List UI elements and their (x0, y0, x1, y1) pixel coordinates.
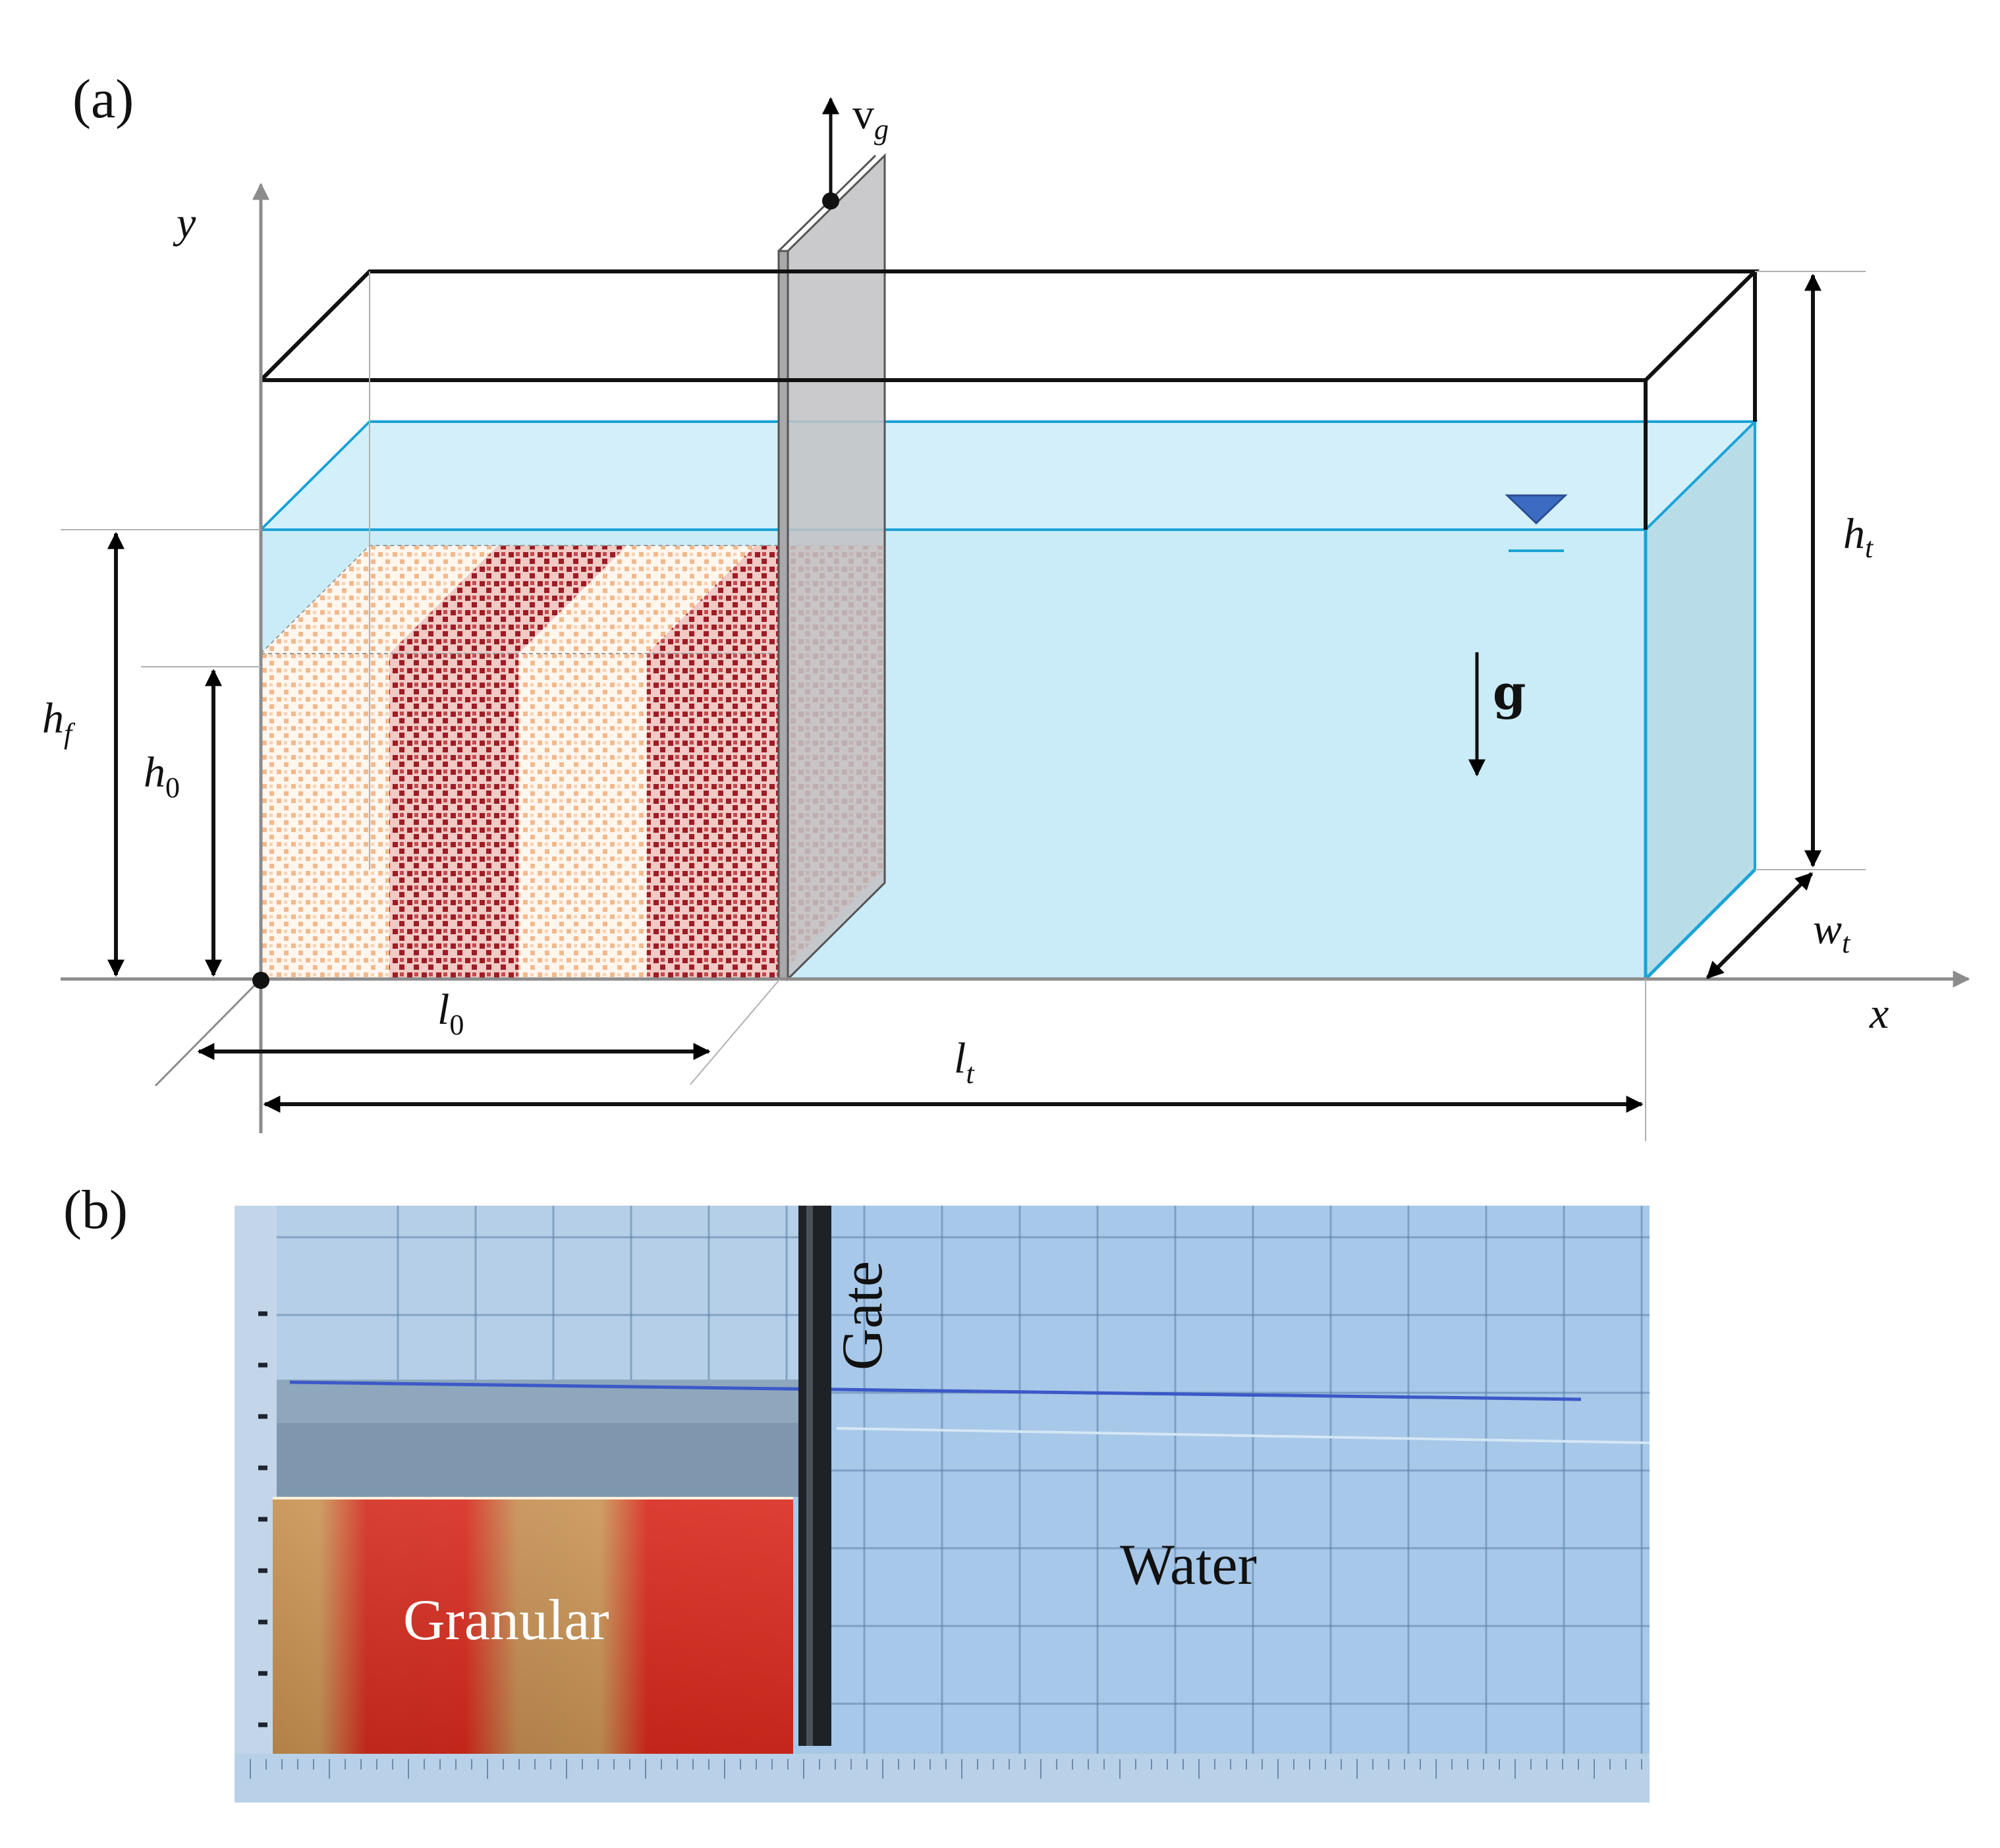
x-axis-label: x (1869, 990, 1889, 1038)
photo-left-water-shade (277, 1423, 804, 1497)
photo-grid (277, 1206, 1650, 1754)
photo-gate (798, 1206, 831, 1746)
dimension-l-0: l0 (197, 978, 781, 1085)
dimension-w-t: wt (1706, 872, 1851, 980)
gate-velocity: vg (822, 90, 889, 210)
water-top-face (261, 422, 1755, 530)
photo-scale-ticks (258, 1311, 267, 1727)
h-0-label: h0 (144, 748, 180, 804)
w-t-label: wt (1813, 905, 1851, 959)
dimension-h-t: ht (1755, 271, 1874, 870)
photo-water-label: Water (1120, 1533, 1257, 1597)
dimension-h-f: hf (42, 529, 261, 977)
axes: y x (61, 182, 1970, 1133)
column-3-front (518, 654, 647, 979)
column-1-front (261, 654, 389, 979)
tank-top-rim (259, 269, 1760, 382)
gate-face (787, 153, 886, 982)
column-2-top (389, 546, 627, 654)
origin-point (252, 972, 269, 989)
column-2-front (389, 654, 518, 979)
y-axis-label: y (173, 199, 196, 247)
gravity-label: g (1493, 664, 1526, 720)
dimension-l-t: lt (263, 979, 1646, 1141)
photo-granular-label: Granular (403, 1588, 609, 1652)
h-t-label: ht (1843, 510, 1874, 564)
photo: Gate Water Granular (235, 1206, 1650, 1803)
photo-free-surface (289, 1380, 1582, 1401)
gate-lift-point (822, 192, 839, 210)
gate-edge (777, 250, 789, 980)
free-surface-triangle (1505, 494, 1568, 525)
w-t-arrow (1706, 872, 1814, 980)
photo-bottom-ruler (235, 1754, 1650, 1803)
gravity-indicator: g (1468, 652, 1526, 777)
panel-a: (a) (42, 69, 1970, 1141)
l-t-label: lt (954, 1034, 975, 1090)
free-surface-marker (1505, 494, 1568, 552)
dimension-h-0: h0 (141, 666, 261, 977)
photo-left-upper (235, 1206, 804, 1380)
water-side-face (1646, 422, 1755, 979)
l-0-label: l0 (437, 986, 464, 1041)
panel-b-label: (b) (63, 1179, 128, 1241)
photo-ruler-ticks (250, 1759, 1642, 1779)
photo-free-surface-ghost (836, 1427, 1650, 1444)
column-3-top (518, 546, 756, 654)
panel-a-label: (a) (72, 69, 134, 130)
gate-velocity-label: vg (852, 90, 889, 146)
h-f-label: hf (42, 694, 76, 750)
column-1-top (261, 546, 498, 654)
gate-plate (777, 153, 886, 982)
depth-axis (154, 978, 262, 1087)
photo-gate-label: Gate (831, 1261, 895, 1370)
panel-b: (b) Gate (63, 1179, 1650, 1803)
column-4-front (647, 654, 775, 979)
photo-granular-shade (273, 1498, 793, 1754)
photo-left-strip (235, 1206, 277, 1803)
photo-gate-highlight (806, 1206, 813, 1746)
